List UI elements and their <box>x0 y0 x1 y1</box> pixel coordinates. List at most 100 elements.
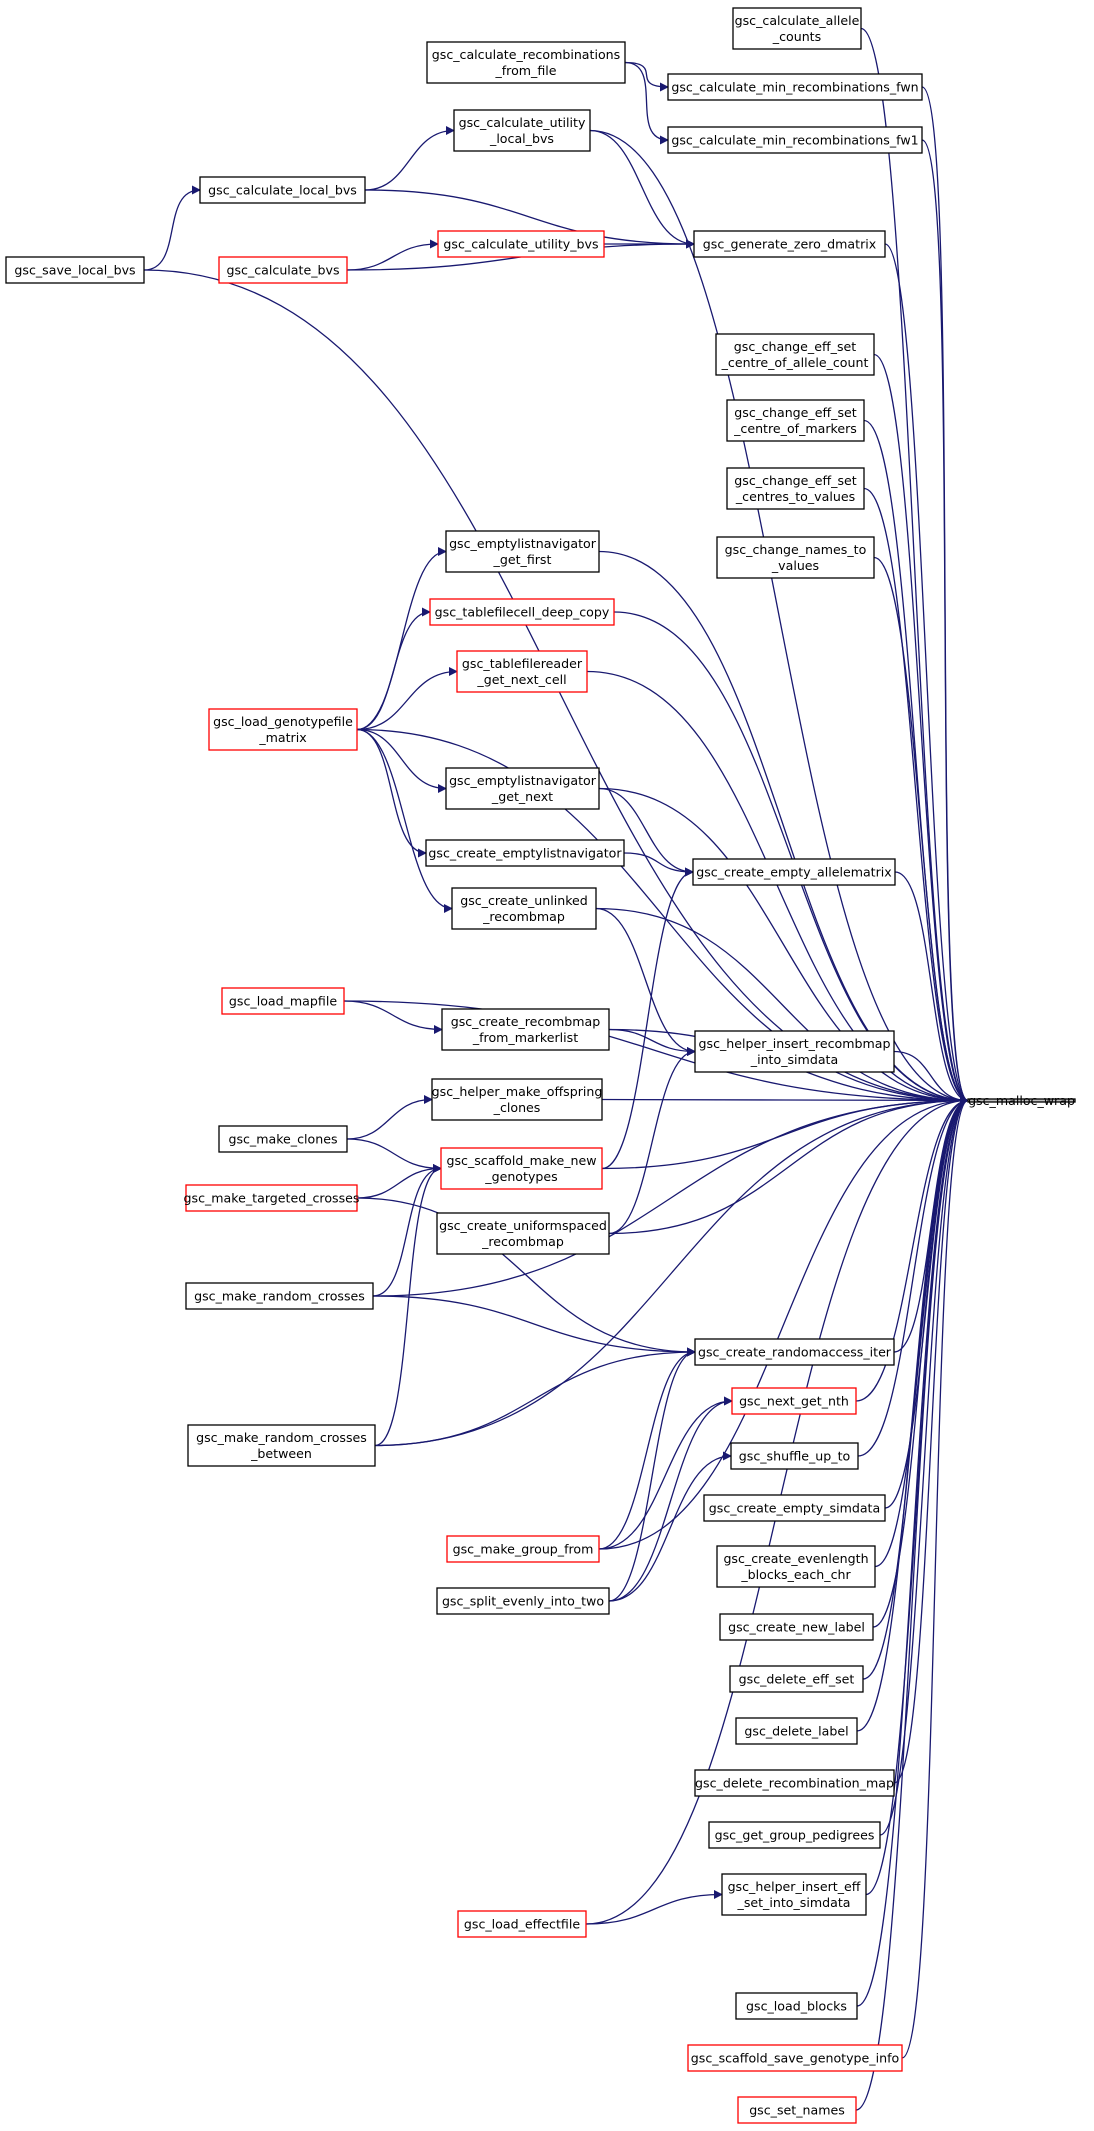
caller-node[interactable]: gsc_load_effectfile <box>457 1910 587 1938</box>
caller-node[interactable]: gsc_create_empty_simdata <box>703 1494 886 1522</box>
node-box <box>692 858 896 886</box>
node-label: gsc_calculate_allele <box>735 13 860 28</box>
caller-node[interactable]: gsc_scaffold_make_new_genotypes <box>440 1147 603 1190</box>
caller-node[interactable]: gsc_create_uniformspaced_recombmap <box>436 1212 610 1255</box>
call-edge <box>346 239 439 271</box>
caller-node[interactable]: gsc_next_get_nth <box>731 1387 857 1415</box>
call-edge <box>863 487 969 1105</box>
caller-node[interactable]: gsc_set_names <box>737 2096 857 2124</box>
node-label: gsc_create_recombmap <box>451 1014 601 1029</box>
call-edge <box>598 1095 969 1550</box>
caller-node[interactable]: gsc_create_evenlength_blocks_each_chr <box>716 1545 876 1588</box>
call-edge <box>873 353 969 1105</box>
call-edge <box>608 1451 732 1602</box>
caller-node[interactable]: gsc_make_group_from <box>446 1535 600 1563</box>
caller-node[interactable]: gsc_split_evenly_into_two <box>436 1587 610 1615</box>
call-edge <box>598 550 969 1106</box>
call-edge <box>601 1095 969 1106</box>
call-edge <box>374 1095 969 1447</box>
node-label: gsc_scaffold_make_new <box>446 1153 596 1168</box>
caller-node[interactable]: gsc_create_new_label <box>719 1613 874 1641</box>
node-box <box>694 1338 895 1366</box>
node-label: gsc_generate_zero_dmatrix <box>703 237 877 252</box>
caller-node[interactable]: gsc_tablefilecell_deep_copy <box>429 598 615 626</box>
caller-node[interactable]: gsc_make_clones <box>218 1125 348 1153</box>
node-label: gsc_helper_insert_eff <box>728 1879 861 1894</box>
caller-node[interactable]: gsc_load_blocks <box>735 1992 858 2020</box>
call-edge <box>372 1095 969 1297</box>
caller-node[interactable]: gsc_helper_make_offspring_clones <box>431 1078 603 1121</box>
caller-node[interactable]: gsc_change_eff_set_centre_of_allele_coun… <box>715 333 875 376</box>
node-box <box>451 887 597 930</box>
call-edge <box>856 1096 969 1732</box>
node-label: gsc_emptylistnavigator <box>449 536 597 551</box>
caller-node[interactable]: gsc_create_unlinked_recombmap <box>451 887 597 930</box>
caller-node[interactable]: gsc_helper_insert_eff_set_into_simdata <box>721 1873 867 1916</box>
caller-node[interactable]: gsc_calculate_local_bvs <box>199 176 366 204</box>
caller-node[interactable]: gsc_emptylistnavigator_get_next <box>445 767 600 810</box>
node-box <box>5 256 145 284</box>
caller-node[interactable]: gsc_calculate_utility_local_bvs <box>453 109 591 152</box>
call-edge <box>874 1096 969 1568</box>
caller-node[interactable]: gsc_calculate_min_recombinations_fw1 <box>667 126 923 154</box>
caller-node[interactable]: gsc_calculate_recombinations_from_file <box>426 41 626 84</box>
call-edge <box>598 1347 696 1550</box>
caller-node[interactable]: gsc_change_eff_set_centre_of_markers <box>726 399 865 442</box>
caller-node[interactable]: gsc_scaffold_save_genotype_info <box>687 2044 903 2072</box>
call-edge <box>872 1096 969 1628</box>
caller-node[interactable]: gsc_shuffle_up_to <box>730 1442 859 1470</box>
caller-node[interactable]: gsc_generate_zero_dmatrix <box>693 230 886 258</box>
caller-node[interactable]: gsc_save_local_bvs <box>5 256 145 284</box>
target-node[interactable]: gsc_malloc_wrap <box>967 1093 1076 1108</box>
node-label: _between <box>250 1446 312 1461</box>
node-box <box>693 230 886 258</box>
call-edge <box>595 907 696 1057</box>
caller-node[interactable]: gsc_calculate_allele_counts <box>732 7 862 50</box>
caller-node[interactable]: gsc_delete_label <box>735 1717 858 1745</box>
node-label: _clones <box>493 1100 541 1115</box>
node-box <box>425 839 625 867</box>
node-label: gsc_create_empty_simdata <box>709 1501 880 1516</box>
call-edge <box>608 1347 696 1602</box>
node-label: gsc_save_local_bvs <box>14 263 135 278</box>
caller-node[interactable]: gsc_calculate_bvs <box>218 256 348 284</box>
caller-node[interactable]: gsc_calculate_min_recombinations_fwn <box>667 73 923 101</box>
node-label: gsc_make_random_crosses <box>196 1430 367 1445</box>
caller-node[interactable]: gsc_delete_eff_set <box>729 1665 864 1693</box>
caller-node[interactable]: gsc_create_emptylistnavigator <box>425 839 625 867</box>
call-edge <box>364 189 695 249</box>
caller-node[interactable]: gsc_emptylistnavigator_get_first <box>445 530 600 573</box>
caller-node[interactable]: gsc_make_random_crosses_between <box>187 1424 376 1467</box>
node-box <box>687 2044 903 2072</box>
caller-node[interactable]: gsc_helper_insert_recombmap_into_simdata <box>694 1030 895 1073</box>
node-box <box>429 598 615 626</box>
node-label: gsc_delete_eff_set <box>739 1672 855 1687</box>
node-label: gsc_set_names <box>749 2103 845 2118</box>
node-label: gsc_make_clones <box>228 1132 337 1147</box>
node-box <box>703 1494 886 1522</box>
caller-node[interactable]: gsc_create_recombmap_from_markerlist <box>441 1008 610 1051</box>
caller-node[interactable]: gsc_calculate_utility_bvs <box>437 230 605 258</box>
caller-node[interactable]: gsc_get_group_pedigrees <box>708 1821 881 1849</box>
call-edge <box>860 27 969 1105</box>
node-box <box>726 467 865 510</box>
node-label: _values <box>771 558 819 573</box>
caller-node[interactable]: gsc_delete_recombination_map <box>694 1769 895 1797</box>
call-edge <box>374 1164 442 1447</box>
caller-node[interactable]: gsc_change_names_to_values <box>716 536 875 579</box>
call-edge <box>343 1000 969 1106</box>
caller-node[interactable]: gsc_create_empty_allelematrix <box>692 858 896 886</box>
caller-node[interactable]: gsc_change_eff_set_centres_to_values <box>726 467 865 510</box>
caller-node[interactable]: gsc_make_targeted_crosses <box>184 1184 360 1212</box>
node-box <box>967 1098 1076 1103</box>
node-label: gsc_create_evenlength <box>723 1551 868 1566</box>
caller-node[interactable]: gsc_load_mapfile <box>221 987 345 1015</box>
caller-node[interactable]: gsc_make_random_crosses <box>185 1282 374 1310</box>
call-edge <box>589 129 969 1106</box>
caller-node[interactable]: gsc_create_randomaccess_iter <box>694 1338 895 1366</box>
caller-node[interactable]: gsc_tablefilereader_get_next_cell <box>456 650 588 693</box>
caller-node[interactable]: gsc_load_genotypefile_matrix <box>208 708 358 751</box>
node-label: gsc_tablefilecell_deep_copy <box>435 605 610 620</box>
node-label: _genotypes <box>484 1169 557 1184</box>
